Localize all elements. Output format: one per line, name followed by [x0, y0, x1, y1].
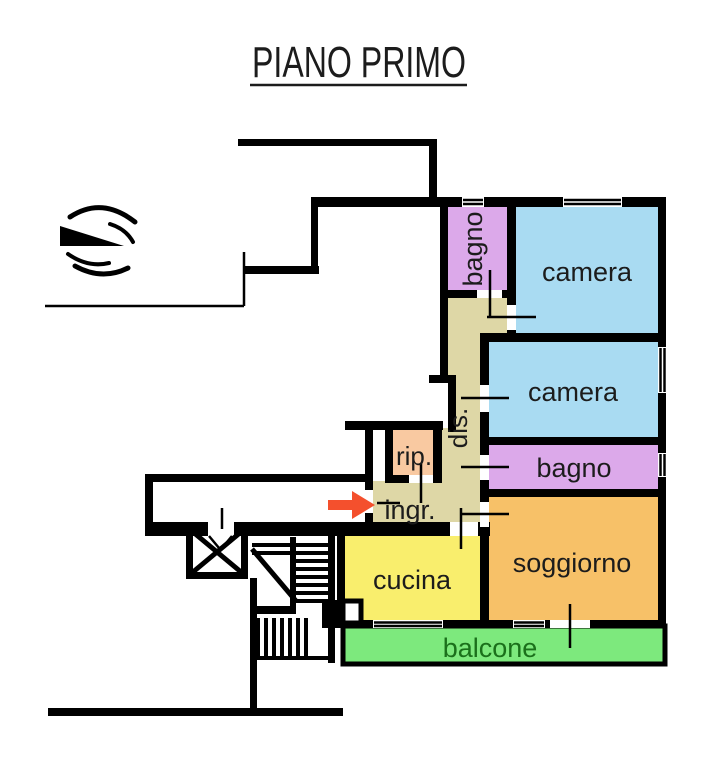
page-title: PIANO PRIMO: [252, 38, 466, 87]
room-camera-1: [512, 203, 662, 337]
adjacent-property-outline: [45, 252, 246, 308]
window-marker: [373, 620, 443, 628]
flue-notch: [340, 598, 364, 626]
elevator: [191, 530, 243, 574]
label-ingr: ingr.: [384, 495, 435, 525]
north-indicator-icon: [60, 205, 138, 277]
room-soggiorno: [484, 494, 662, 624]
label-cucina: cucina: [373, 565, 452, 595]
room-bagno-1: [444, 203, 511, 294]
window-marker: [513, 620, 545, 628]
entrance-arrow-icon: [328, 491, 375, 519]
room-camera-2: [484, 338, 662, 441]
label-dis: dis.: [443, 408, 473, 448]
window-marker: [462, 197, 484, 207]
elevator-cross: [191, 530, 243, 574]
window-marker: [658, 453, 666, 477]
label-balcone: balcone: [443, 633, 538, 663]
window-marker: [563, 197, 622, 207]
staircase: [250, 543, 328, 660]
window-marker: [658, 347, 666, 393]
room-balcone: [340, 623, 668, 667]
room-fills: [340, 203, 668, 667]
label-camera-2: camera: [528, 377, 619, 407]
room-bagno-2: [484, 442, 662, 493]
label-bagno-1: bagno: [458, 211, 488, 286]
label-rip: rip.: [396, 441, 432, 471]
label-soggiorno: soggiorno: [513, 548, 632, 578]
door-marker: [450, 522, 478, 536]
room-rip: [389, 425, 436, 479]
label-bagno-2: bagno: [536, 453, 611, 483]
label-camera-1: camera: [542, 257, 633, 287]
